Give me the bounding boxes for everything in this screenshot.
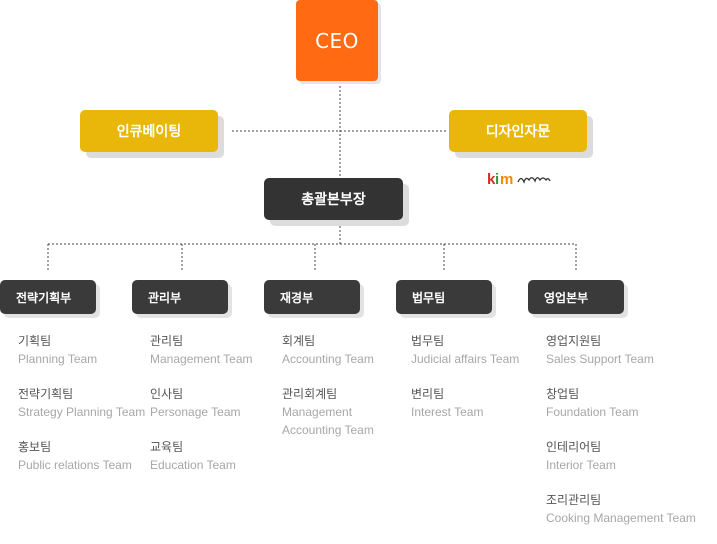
kim-designer-logo-icon: k i m: [487, 171, 551, 188]
team-list-finance: 회계팀 Accounting Team 관리회계팀 Management Acc…: [282, 332, 392, 456]
team-list-strategy: 기획팀 Planning Team 전략기획팀 Strategy Plannin…: [18, 332, 145, 491]
design-advisory-box: 디자인자문: [449, 110, 587, 152]
team-name-en: Education Team: [150, 458, 236, 472]
team-item: 법무팀 Judicial affairs Team: [411, 332, 519, 368]
team-name-en: Sales Support Team: [546, 352, 654, 366]
svg-text:m: m: [500, 171, 513, 188]
team-name-kr: 홍보팀: [18, 440, 52, 454]
team-item: 창업팀 Foundation Team: [546, 385, 696, 421]
team-name-en: Cooking Management Team: [546, 511, 696, 525]
team-item: 변리팀 Interest Team: [411, 385, 519, 421]
team-name-kr: 조리관리팀: [546, 493, 602, 507]
team-name-en: Management Team: [150, 352, 253, 366]
team-name-kr: 창업팀: [546, 387, 580, 401]
team-name-kr: 관리회계팀: [282, 387, 338, 401]
team-name-kr: 회계팀: [282, 334, 316, 348]
team-item: 관리회계팀 Management Accounting Team: [282, 385, 392, 439]
team-list-legal: 법무팀 Judicial affairs Team 변리팀 Interest T…: [411, 332, 519, 438]
team-name-en: Interest Team: [411, 405, 484, 419]
dept-strategy-planning: 전략기획부: [0, 280, 96, 314]
team-name-kr: 인테리어팀: [546, 440, 602, 454]
connector-lines: [47, 82, 577, 270]
team-name-en: Public relations Team: [18, 458, 132, 472]
ceo-box: CEO: [296, 0, 378, 81]
team-name-kr: 인사팀: [150, 387, 184, 401]
team-item: 홍보팀 Public relations Team: [18, 438, 145, 474]
team-name-en: Strategy Planning Team: [18, 405, 146, 419]
team-name-kr: 기획팀: [18, 334, 52, 348]
team-item: 영업지원팀 Sales Support Team: [546, 332, 696, 368]
team-list-management: 관리팀 Management Team 인사팀 Personage Team 교…: [150, 332, 253, 491]
dept-finance: 재경부: [264, 280, 360, 314]
team-item: 관리팀 Management Team: [150, 332, 253, 368]
team-item: 교육팀 Education Team: [150, 438, 253, 474]
team-name-en: Foundation Team: [546, 405, 639, 419]
team-item: 인사팀 Personage Team: [150, 385, 253, 421]
team-name-kr: 관리팀: [150, 334, 184, 348]
team-name-en: Personage Team: [150, 405, 241, 419]
team-name-en: Accounting Team: [282, 352, 374, 366]
team-item: 회계팀 Accounting Team: [282, 332, 392, 368]
team-item: 기획팀 Planning Team: [18, 332, 145, 368]
dept-legal: 법무팀: [396, 280, 492, 314]
team-name-en: Interior Team: [546, 458, 616, 472]
team-name-kr: 교육팀: [150, 440, 184, 454]
svg-text:k: k: [487, 171, 496, 188]
team-name-kr: 전략기획팀: [18, 387, 74, 401]
dept-sales-hq: 영업본부: [528, 280, 624, 314]
team-name-en: Planning Team: [18, 352, 98, 366]
team-name-kr: 영업지원팀: [546, 334, 602, 348]
team-name-kr: 변리팀: [411, 387, 445, 401]
incubating-box: 인큐베이팅: [80, 110, 218, 152]
team-item: 전략기획팀 Strategy Planning Team: [18, 385, 145, 421]
general-director-box: 총괄본부장: [264, 178, 403, 220]
team-list-sales: 영업지원팀 Sales Support Team 창업팀 Foundation …: [546, 332, 696, 544]
team-name-en: Judicial affairs Team: [411, 352, 520, 366]
team-item: 인테리어팀 Interior Team: [546, 438, 696, 474]
svg-text:i: i: [495, 171, 499, 188]
team-name-kr: 법무팀: [411, 334, 445, 348]
team-name-en: Management Accounting Team: [282, 405, 374, 437]
team-item: 조리관리팀 Cooking Management Team: [546, 491, 696, 527]
dept-management: 관리부: [132, 280, 228, 314]
